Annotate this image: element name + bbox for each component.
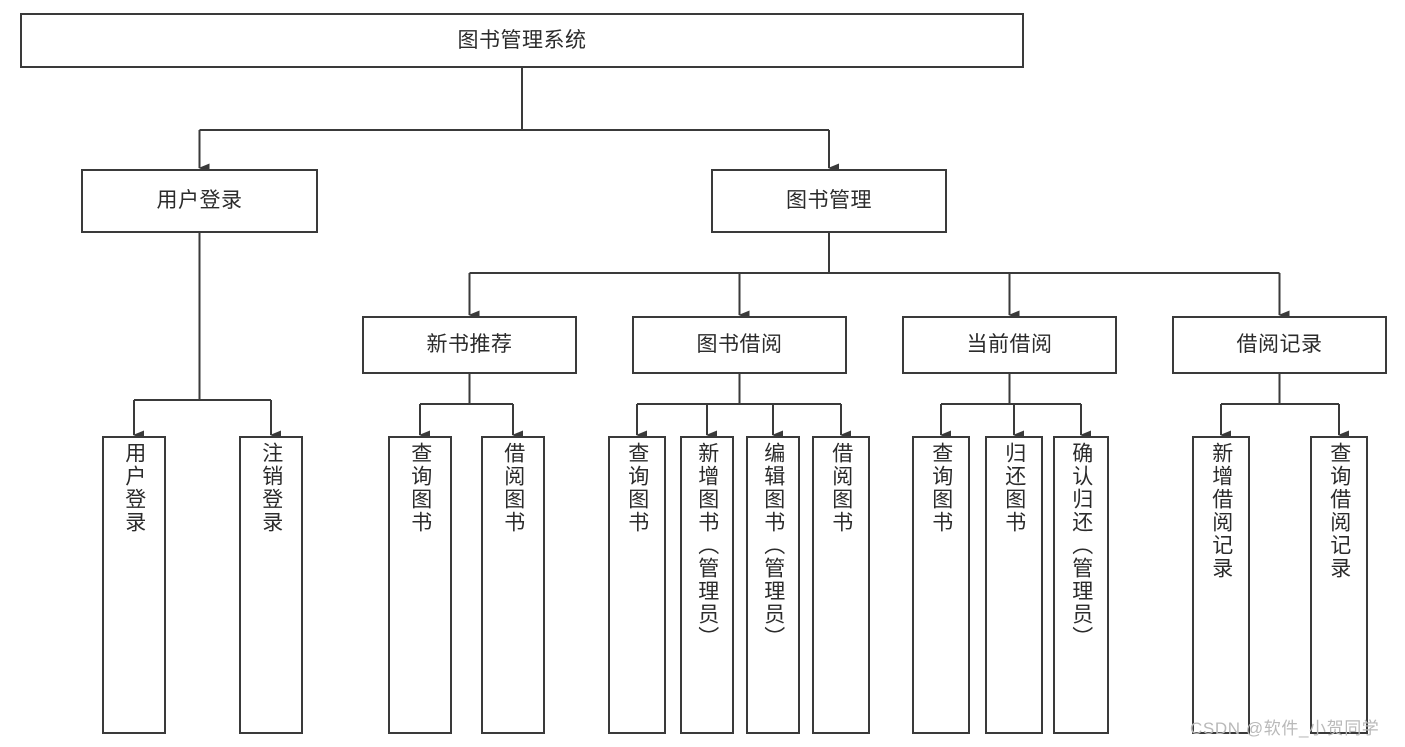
node-new-book-recommend[interactable]: 新书推荐: [362, 316, 577, 374]
node-label-user-login: 用户登录: [156, 189, 243, 213]
node-leaf-user-logout[interactable]: 注销登录: [239, 436, 303, 734]
node-label-leaf-return-book: 归还图书: [1002, 442, 1026, 534]
node-leaf-query-book-borrow[interactable]: 查询图书: [608, 436, 666, 734]
node-label-leaf-borrow-book: 借阅图书: [829, 442, 853, 534]
node-label-leaf-confirm-return: 确认归还（管理员）: [1069, 442, 1093, 649]
node-label-leaf-borrow-book-rec: 借阅图书: [501, 442, 525, 534]
node-label-current-borrow: 当前借阅: [966, 333, 1053, 357]
node-current-borrow[interactable]: 当前借阅: [902, 316, 1117, 374]
node-label-leaf-add-borrow-record: 新增借阅记录: [1209, 442, 1233, 580]
node-label-root: 图书管理系统: [457, 28, 587, 52]
node-leaf-add-borrow-record[interactable]: 新增借阅记录: [1192, 436, 1250, 734]
node-leaf-return-book[interactable]: 归还图书: [985, 436, 1043, 734]
node-leaf-borrow-book-rec[interactable]: 借阅图书: [481, 436, 545, 734]
node-label-leaf-user-login: 用户登录: [122, 442, 146, 534]
node-label-book-manage: 图书管理: [786, 189, 872, 213]
node-leaf-query-book-rec[interactable]: 查询图书: [388, 436, 452, 734]
node-leaf-edit-book[interactable]: 编辑图书（管理员）: [746, 436, 800, 734]
node-label-leaf-query-borrow-record: 查询借阅记录: [1327, 442, 1351, 580]
node-user-login[interactable]: 用户登录: [81, 169, 318, 233]
node-book-manage[interactable]: 图书管理: [711, 169, 947, 233]
node-label-leaf-query-book-current: 查询图书: [929, 442, 953, 534]
node-label-leaf-query-book-rec: 查询图书: [408, 442, 432, 534]
node-root[interactable]: 图书管理系统: [20, 13, 1024, 68]
node-leaf-query-book-current[interactable]: 查询图书: [912, 436, 970, 734]
node-leaf-borrow-book[interactable]: 借阅图书: [812, 436, 870, 734]
node-label-leaf-user-logout: 注销登录: [259, 442, 283, 534]
node-leaf-confirm-return[interactable]: 确认归还（管理员）: [1053, 436, 1109, 734]
node-label-leaf-add-book: 新增图书（管理员）: [695, 442, 719, 649]
node-leaf-query-borrow-record[interactable]: 查询借阅记录: [1310, 436, 1368, 734]
node-leaf-add-book[interactable]: 新增图书（管理员）: [680, 436, 734, 734]
node-label-new-book-recommend: 新书推荐: [426, 333, 513, 357]
edge-group: [132, 68, 1349, 440]
node-label-leaf-query-book-borrow: 查询图书: [625, 442, 649, 534]
node-label-borrow-record: 借阅记录: [1236, 333, 1323, 357]
node-book-borrow[interactable]: 图书借阅: [632, 316, 847, 374]
node-label-leaf-edit-book: 编辑图书（管理员）: [761, 442, 785, 649]
node-leaf-user-login[interactable]: 用户登录: [102, 436, 166, 734]
node-label-book-borrow: 图书借阅: [696, 333, 783, 357]
node-borrow-record[interactable]: 借阅记录: [1172, 316, 1387, 374]
